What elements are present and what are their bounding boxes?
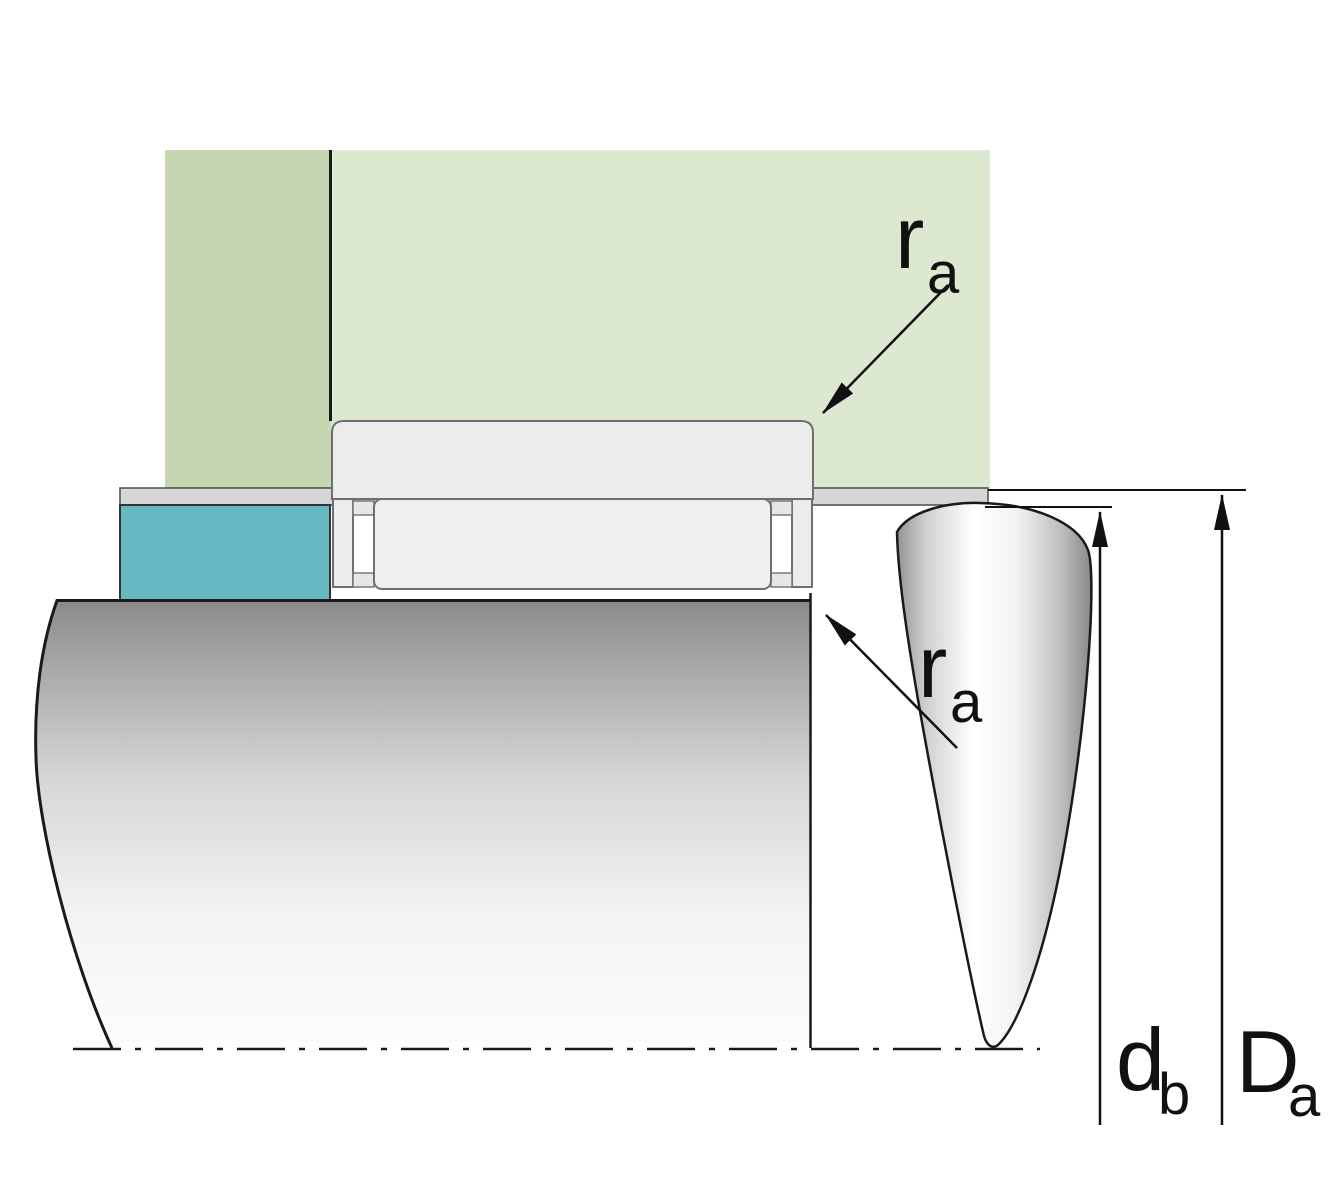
label-ra-top: r — [895, 188, 924, 287]
cage-segment-bottom-right — [770, 572, 793, 588]
cage-segment-top-right — [770, 500, 793, 516]
bearing-roller — [373, 498, 772, 590]
label-Da: D — [1236, 1012, 1300, 1111]
bearing-flange-right — [791, 498, 813, 588]
bearing-outer-ring — [331, 420, 814, 500]
leader-line-ra-top — [822, 284, 949, 414]
spacer-ring — [119, 504, 331, 601]
housing-block-left — [165, 150, 331, 488]
shaft-shoulder-fillet — [895, 501, 1093, 1048]
label-ra-mid-sub: a — [950, 670, 983, 735]
bearing-flange-left — [332, 498, 354, 588]
label-db: d — [1116, 1010, 1165, 1109]
label-ra-top-sub: a — [927, 241, 960, 306]
shaft-outline — [34, 599, 810, 1049]
label-ra-mid: r — [918, 617, 947, 716]
label-Da-sub: a — [1288, 1064, 1321, 1129]
cage-segment-bottom-left — [352, 572, 375, 588]
shaft-body — [35, 600, 810, 1048]
cage-segment-top-left — [352, 500, 375, 516]
leader-line-ra-mid — [825, 614, 958, 749]
label-db-sub: b — [1158, 1062, 1190, 1127]
